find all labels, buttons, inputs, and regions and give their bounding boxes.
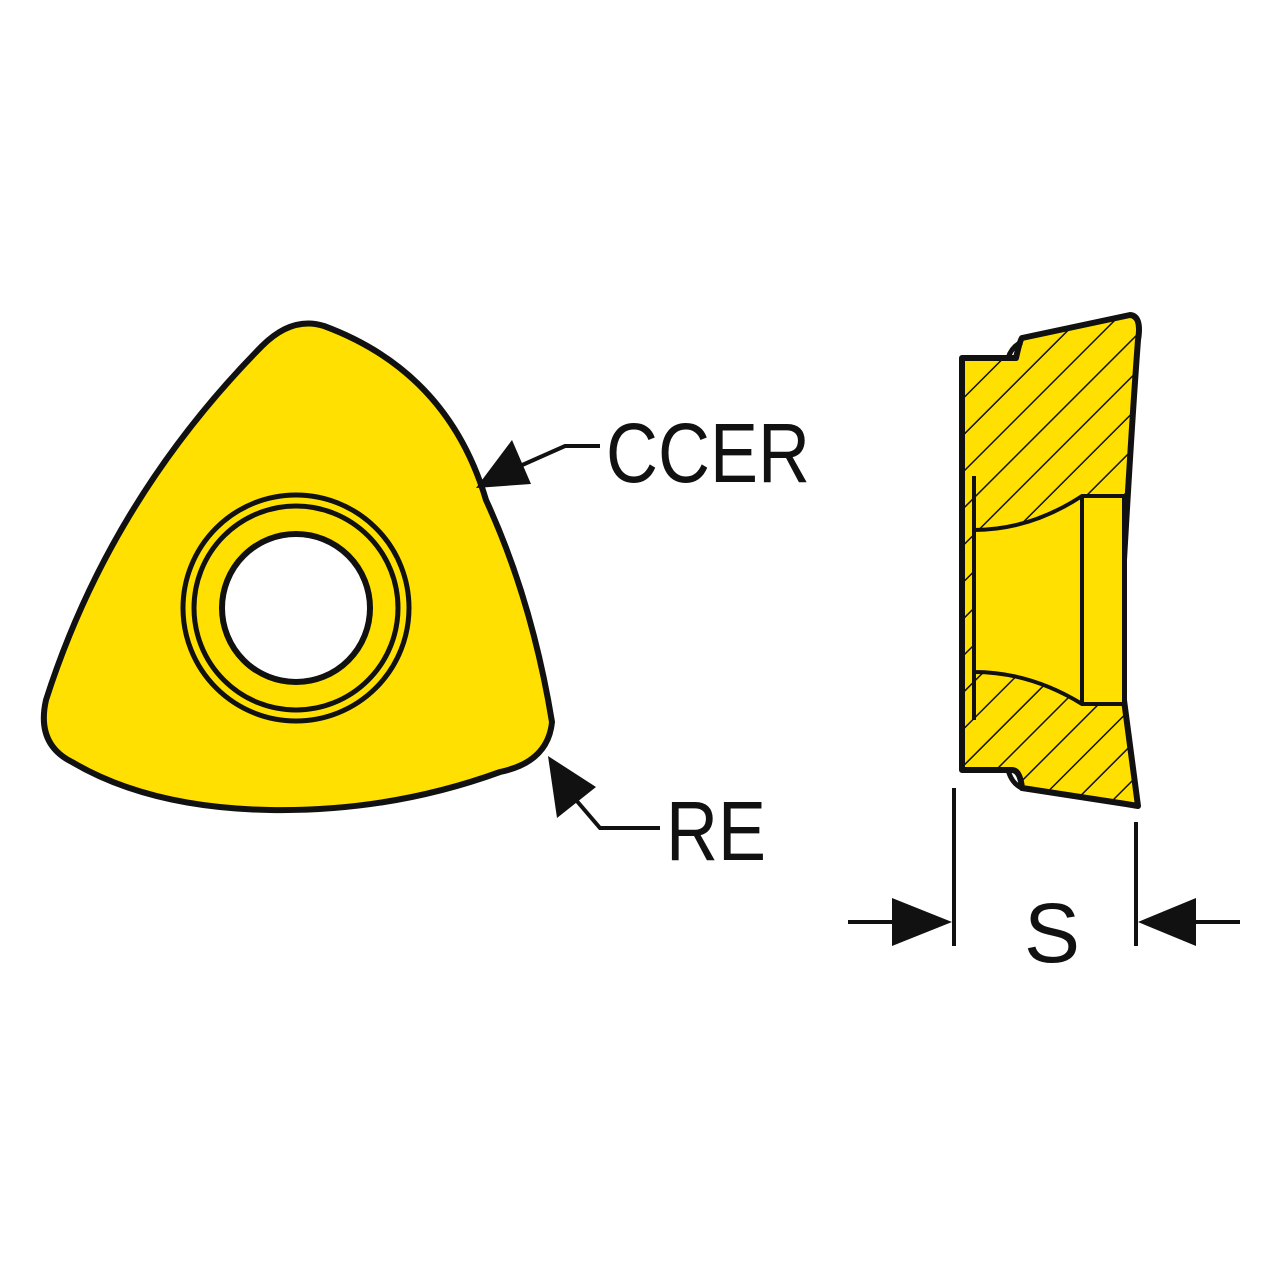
top-notch bbox=[1005, 339, 1024, 359]
re-leader-line bbox=[574, 798, 660, 830]
clamp-ring-outer bbox=[180, 492, 412, 724]
ccer-leader-line bbox=[519, 444, 600, 468]
section-bore bbox=[972, 494, 1126, 706]
center-hole bbox=[219, 531, 373, 685]
ccer-arrow-icon bbox=[476, 440, 531, 488]
re-label: RE bbox=[666, 784, 766, 878]
dim-arrow-right-icon bbox=[1138, 898, 1196, 946]
re-callout: RE bbox=[548, 756, 766, 878]
clamp-ring-inner bbox=[191, 503, 401, 713]
re-arrow-icon bbox=[548, 756, 596, 818]
insert-top-view bbox=[40, 320, 555, 814]
thickness-label: S bbox=[1024, 886, 1080, 980]
insert-section-view bbox=[959, 312, 1142, 809]
ccer-label: CCER bbox=[606, 406, 810, 500]
dim-arrow-left-icon bbox=[892, 898, 952, 946]
thickness-dimension: S bbox=[848, 788, 1240, 980]
ccer-callout: CCER bbox=[476, 406, 810, 500]
bottom-notch bbox=[1005, 769, 1024, 791]
